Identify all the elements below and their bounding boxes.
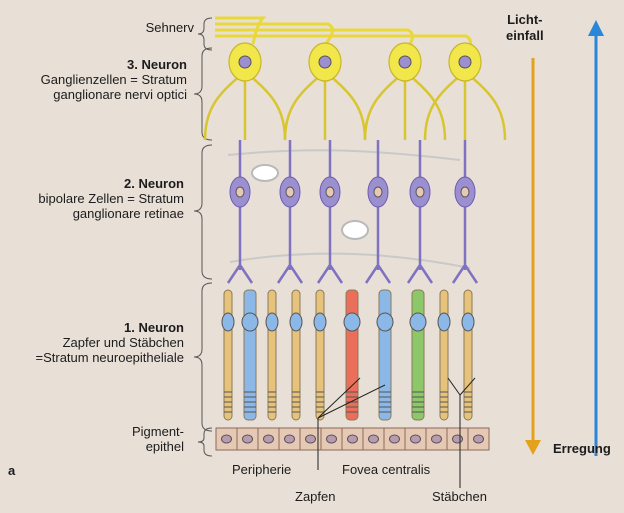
pigment-line1: Pigment- xyxy=(132,424,184,439)
label-fovea: Fovea centralis xyxy=(342,462,430,477)
rod-cell xyxy=(292,290,300,420)
pigment-nucleus xyxy=(432,435,442,443)
receptor-nucleus xyxy=(344,313,360,331)
amacrine-cell xyxy=(252,165,278,181)
figure-letter: a xyxy=(8,463,15,478)
sehnerv-text: Sehnerv xyxy=(146,20,194,35)
receptor-nucleus xyxy=(290,313,302,331)
rod-cell xyxy=(316,290,324,420)
neuron3-title: 3. Neuron xyxy=(41,57,187,72)
bipolar-nucleus xyxy=(461,187,469,197)
bipolar-axon xyxy=(453,140,477,283)
cone-cell xyxy=(412,290,424,420)
photoreceptor-layer xyxy=(222,290,474,420)
receptor-nucleus xyxy=(377,313,393,331)
pigment-nucleus xyxy=(474,435,484,443)
pigment-nucleus xyxy=(264,435,274,443)
ganglion-nucleus xyxy=(399,56,411,68)
cone-cell xyxy=(346,290,358,420)
rod-cell xyxy=(268,290,276,420)
cone-cell xyxy=(379,290,391,420)
ganglion-dendrite xyxy=(285,72,365,140)
receptor-nucleus xyxy=(438,313,450,331)
ganglion-nucleus xyxy=(239,56,251,68)
label-light: Licht- einfall xyxy=(506,12,544,44)
horizontal-process xyxy=(230,254,470,268)
label-excitation: Erregung xyxy=(553,441,611,457)
pigment-nucleus xyxy=(285,435,295,443)
label-peripherie: Peripherie xyxy=(232,462,291,477)
bipolar-nucleus xyxy=(416,187,424,197)
bipolar-axon xyxy=(366,140,390,283)
receptor-nucleus xyxy=(314,313,326,331)
neuron3-line2: ganglionare nervi optici xyxy=(41,87,187,102)
bipolar-nucleus xyxy=(374,187,382,197)
bipolar-nucleus xyxy=(236,187,244,197)
pigment-nucleus xyxy=(243,435,253,443)
pigment-nucleus xyxy=(390,435,400,443)
amacrine-horizontal-cells xyxy=(228,150,470,268)
rod-cell xyxy=(440,290,448,420)
layer-brackets xyxy=(194,18,212,456)
label-zapfen: Zapfen xyxy=(295,489,335,504)
pigment-nucleus xyxy=(369,435,379,443)
pigment-nucleus xyxy=(411,435,421,443)
light-arrow xyxy=(525,58,541,455)
label-neuron3: 3. Neuron Ganglienzellen = Stratum gangl… xyxy=(41,57,187,102)
receptor-nucleus xyxy=(242,313,258,331)
light-line2: einfall xyxy=(506,28,544,44)
pigment-nucleus xyxy=(222,435,232,443)
receptor-nucleus xyxy=(462,313,474,331)
horizontal-cell xyxy=(342,221,368,239)
neuron1-title: 1. Neuron xyxy=(35,320,184,335)
neuron2-line1: bipolare Zellen = Stratum xyxy=(38,191,184,206)
pigment-epithelium xyxy=(216,428,489,450)
rod-cell xyxy=(464,290,472,420)
pigment-nucleus xyxy=(453,435,463,443)
ganglion-nucleus xyxy=(459,56,471,68)
neuron1-line1: Zapfer und Stäbchen xyxy=(35,335,184,350)
ganglion-dendrite xyxy=(205,72,285,140)
label-staebchen: Stäbchen xyxy=(432,489,487,504)
neuron1-line2: =Stratum neuroepitheliale xyxy=(35,350,184,365)
bipolar-axon xyxy=(278,140,302,283)
receptor-nucleus xyxy=(410,313,426,331)
rod-cell xyxy=(224,290,232,420)
label-neuron2: 2. Neuron bipolare Zellen = Stratum gang… xyxy=(38,176,184,221)
label-sehnerv: Sehnerv xyxy=(146,20,194,35)
ganglion-nucleus xyxy=(319,56,331,68)
pigment-line2: epithel xyxy=(132,439,184,454)
neuron2-line2: ganglionare retinae xyxy=(38,206,184,221)
pigment-nucleus xyxy=(348,435,358,443)
neuron2-title: 2. Neuron xyxy=(38,176,184,191)
light-line1: Licht- xyxy=(506,12,544,28)
receptor-nucleus xyxy=(266,313,278,331)
neuron3-line1: Ganglienzellen = Stratum xyxy=(41,72,187,87)
bipolar-nucleus xyxy=(286,187,294,197)
label-pigment: Pigment- epithel xyxy=(132,424,184,454)
amacrine-process xyxy=(228,150,460,160)
bipolar-axon xyxy=(318,140,342,283)
pigment-nucleus xyxy=(306,435,316,443)
bipolar-nucleus xyxy=(326,187,334,197)
cone-cell xyxy=(244,290,256,420)
excitation-arrow xyxy=(588,20,604,456)
ganglion-cell-layer xyxy=(205,43,505,140)
receptor-nucleus xyxy=(222,313,234,331)
label-neuron1: 1. Neuron Zapfer und Stäbchen =Stratum n… xyxy=(35,320,184,365)
pigment-nucleus xyxy=(327,435,337,443)
